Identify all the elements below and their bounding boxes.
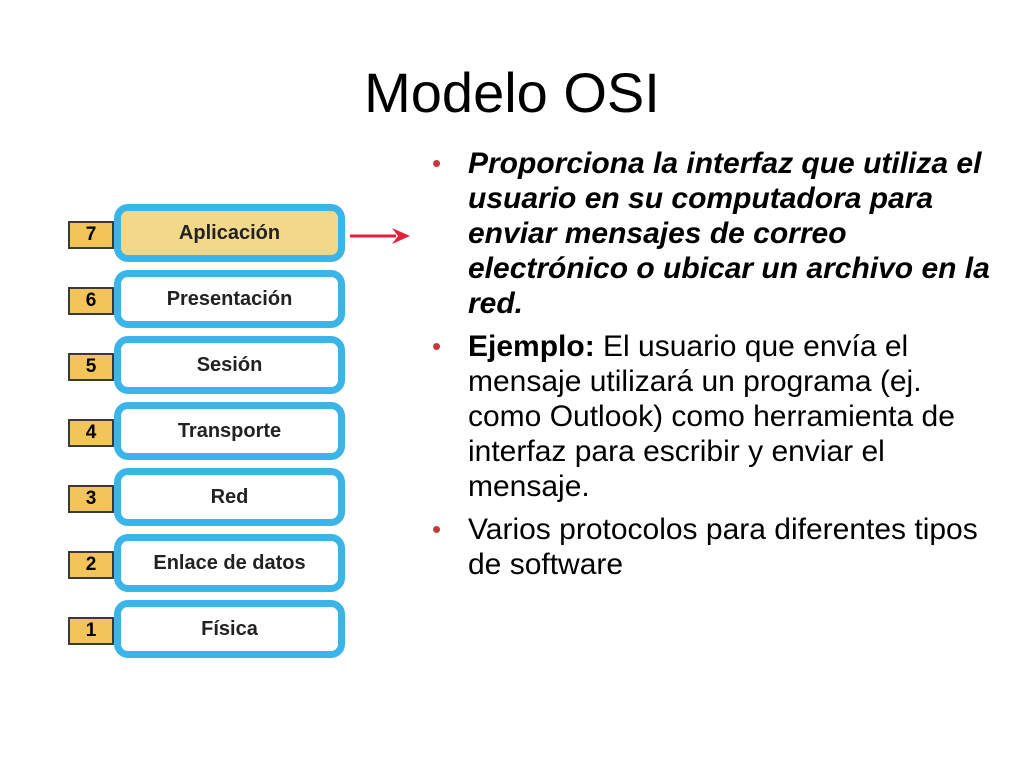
layer-number-badge: 6: [68, 287, 114, 315]
layer-name-presentation: Presentación: [114, 270, 345, 328]
bullet-text: Varios protocolos para diferentes tipos …: [468, 513, 978, 581]
bullet-lead-label: Ejemplo:: [468, 330, 595, 363]
layer-number-badge: 3: [68, 485, 114, 513]
bullet-icon: •: [432, 148, 442, 178]
bullet-icon: •: [432, 514, 442, 544]
bullet-icon: •: [432, 331, 442, 361]
bullet-item-protocols: • Varios protocolos para diferentes tipo…: [428, 512, 998, 582]
layer-name-data-link: Enlace de datos: [114, 534, 345, 592]
layer-name-session: Sesión: [114, 336, 345, 394]
layer-name-network: Red: [114, 468, 345, 526]
arrow-right-icon: [350, 228, 410, 244]
layer-number-badge: 7: [68, 221, 114, 249]
bullet-text: Proporciona la interfaz que utiliza el u…: [468, 147, 990, 320]
layer-name-physical: Física: [114, 600, 345, 658]
layer-name-application: Aplicación: [114, 204, 345, 262]
layer-number-badge: 2: [68, 551, 114, 579]
layer-number-badge: 1: [68, 617, 114, 645]
layer-number-badge: 5: [68, 353, 114, 381]
layer-number-badge: 4: [68, 419, 114, 447]
osi-layer-diagram: 7 Aplicación 6 Presentación 5 Sesión 4 T…: [66, 200, 416, 660]
bullet-text: El usuario que envía el mensaje utilizar…: [468, 330, 964, 503]
layer-name-transport: Transporte: [114, 402, 345, 460]
slide-title: Modelo OSI: [364, 61, 660, 124]
bullet-list: • Proporciona la interfaz que utiliza el…: [428, 146, 998, 590]
bullet-item-description: • Proporciona la interfaz que utiliza el…: [428, 146, 998, 321]
bullet-item-example: • Ejemplo: El usuario que envía el mensa…: [428, 329, 998, 504]
